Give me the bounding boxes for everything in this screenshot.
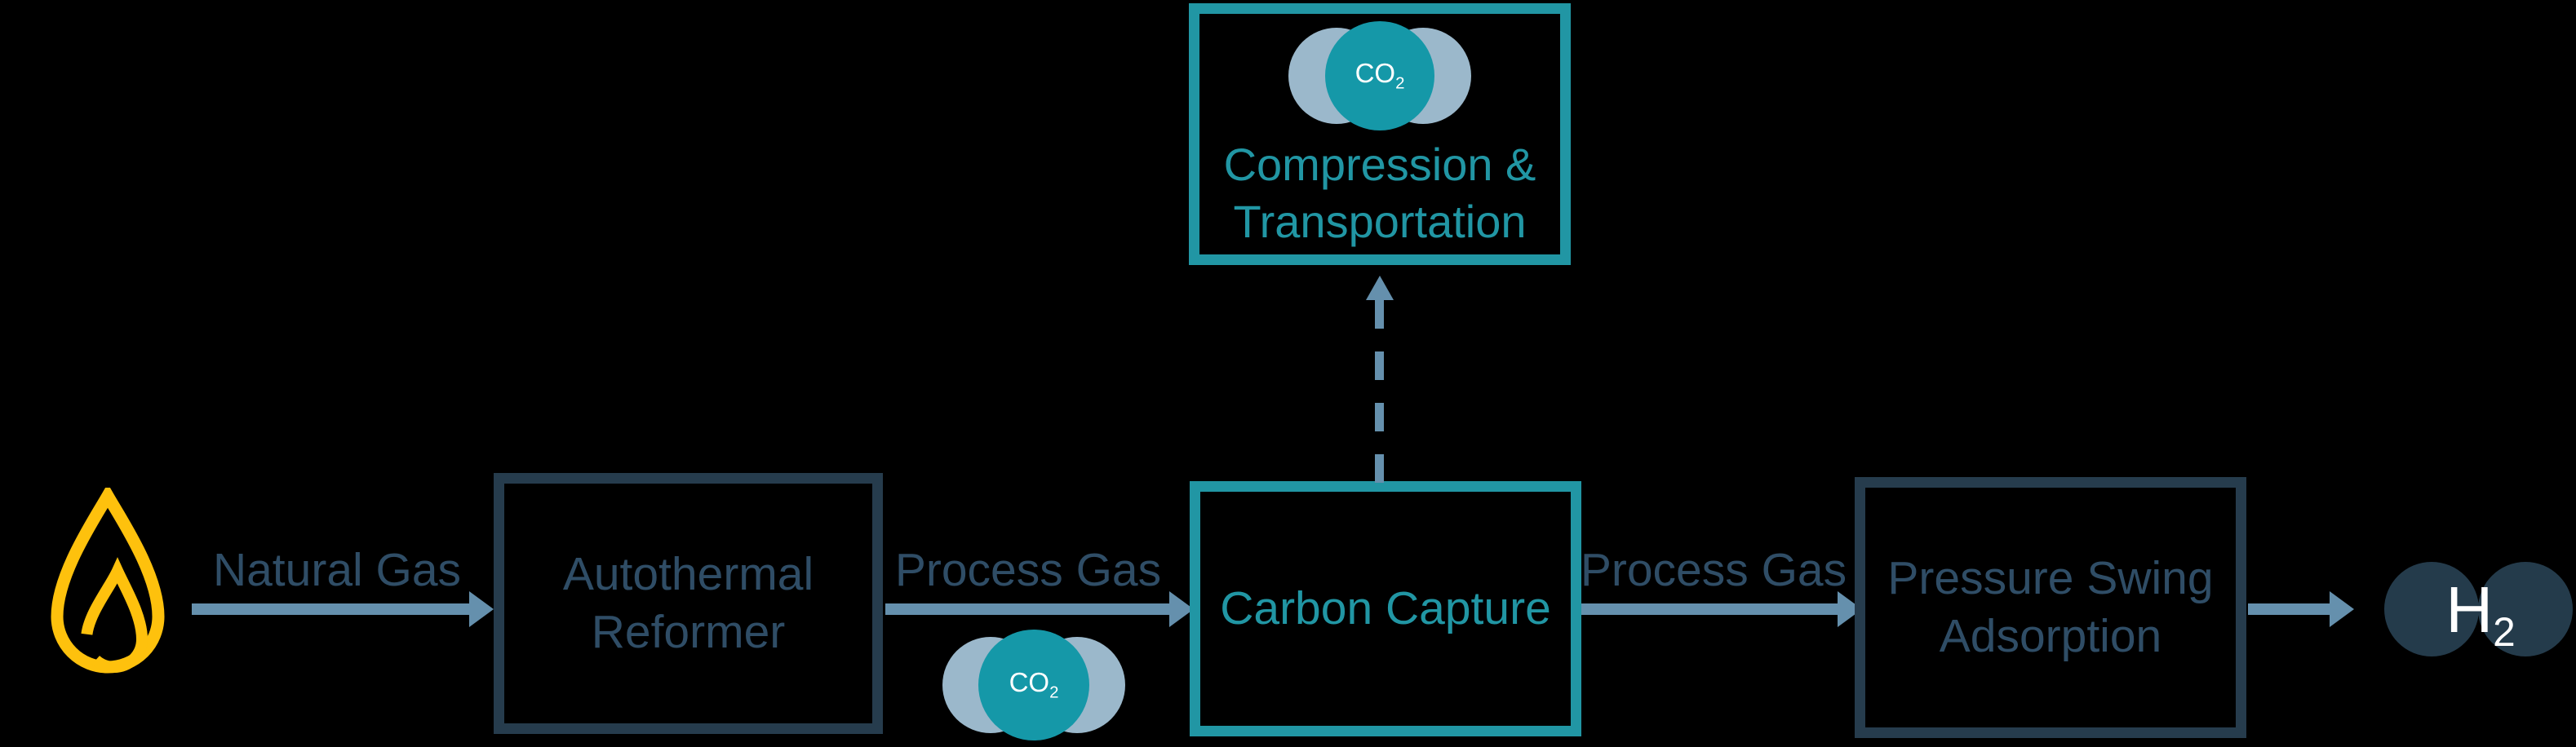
h2-molecule: H2 [2384,562,2573,656]
co2-carbon-atom [1325,21,1434,130]
co2-formula: CO [1355,58,1396,88]
arrow-shaft [2248,603,2330,615]
pressure-swing-adsorption-label-line2: Adsorption [1939,610,2162,662]
process-gas-label-2: Process Gas [1580,544,1847,596]
arrow-head-up-icon [1366,276,1394,300]
natural-gas-label: Natural Gas [212,544,462,596]
natural-gas-arrow [192,591,494,627]
arrow-shaft [1581,603,1838,615]
pressure-swing-adsorption-label-line1: Pressure Swing [1887,552,2214,605]
arrow-shaft [192,603,469,615]
co2-molecule: CO2 [1288,21,1471,130]
dashed-arrow-shaft [1375,300,1384,485]
flame-inner-path [80,557,149,673]
process-gas-arrow-2 [1581,591,1862,627]
compression-transportation-box: CO2 Compression & Transportation [1189,3,1571,265]
process-gas-arrow-1 [885,591,1194,627]
h2-subscript: 2 [2493,609,2516,655]
carbon-capture-label: Carbon Capture [1220,582,1551,635]
co2-carbon-atom [978,630,1089,740]
co2-label: CO2 [1325,58,1434,94]
co2-subscript: 2 [1049,683,1059,702]
compression-transportation-label-line1: Compression & [1223,139,1536,190]
hydrogen-output-arrow [2248,591,2354,627]
flame-icon [51,488,165,674]
co2-formula: CO [1009,667,1050,697]
h2-formula: H [2445,573,2494,646]
autothermal-reformer-box: Autothermal Reformer [494,473,883,734]
carbon-capture-box: Carbon Capture [1190,481,1581,736]
autothermal-reformer-label-line1: Autothermal [562,548,814,601]
arrow-head-icon [2330,591,2354,627]
co2-molecule: CO2 [942,630,1125,740]
arrow-shaft [885,603,1169,615]
process-gas-label-1: Process Gas [894,544,1162,596]
h2-atom-right [2478,562,2573,656]
arrow-head-icon [469,591,494,627]
compression-transportation-label-line2: Transportation [1233,196,1527,247]
h2-atom-left [2384,562,2479,656]
co2-label: CO2 [978,667,1089,703]
autothermal-reformer-label-line2: Reformer [591,606,786,658]
h2-label: H2 [2415,572,2546,656]
co2-subscript: 2 [1395,73,1405,93]
co2-dashed-arrow [1366,276,1394,485]
pressure-swing-adsorption-box: Pressure Swing Adsorption [1855,477,2246,738]
